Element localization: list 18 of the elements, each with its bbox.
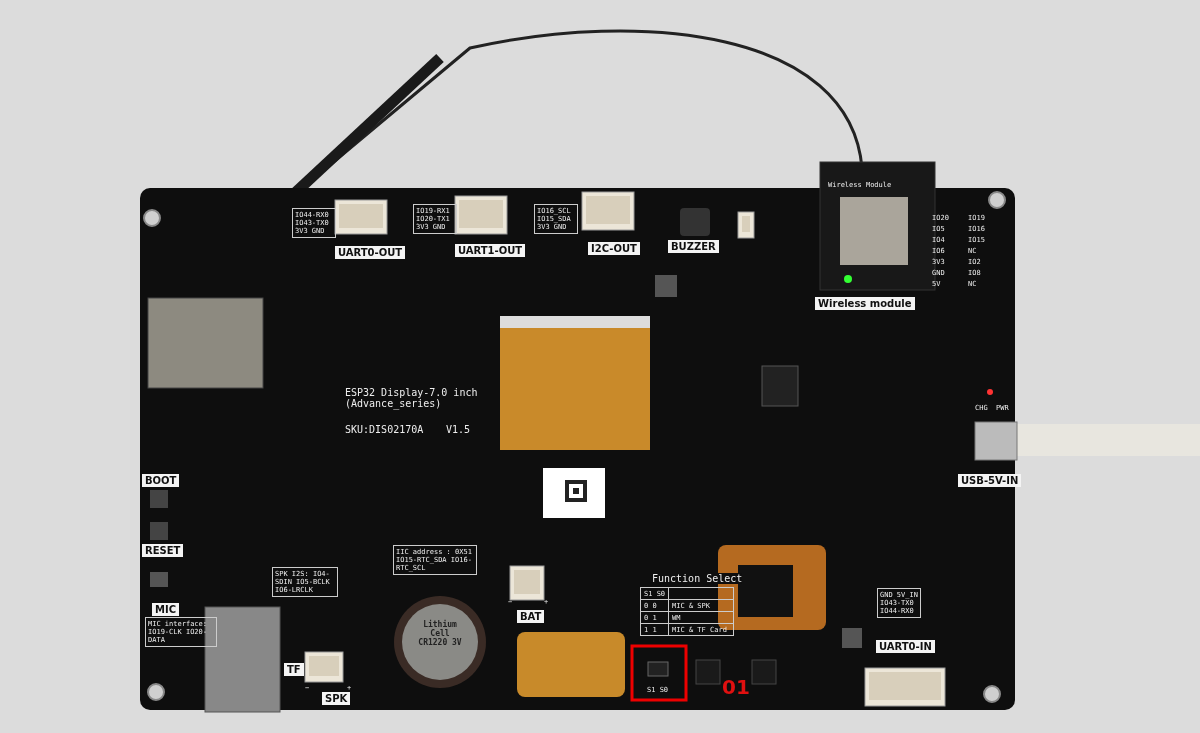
- connector-label: UART1-OUT: [455, 244, 526, 257]
- table-title: Function Select: [652, 573, 743, 584]
- coin-cell-marking: Lithium Cell CR1220 3V: [417, 620, 463, 647]
- connector-label: UART0-OUT: [335, 246, 406, 259]
- callout-number: 01: [722, 675, 750, 699]
- silkscreen-text: SKU:DIS02170A: [345, 424, 424, 435]
- connector-label: TF: [284, 663, 304, 676]
- component-label: BUZZER: [668, 240, 719, 253]
- connector-label: SPK: [322, 692, 351, 705]
- button-label: RESET: [142, 544, 184, 557]
- connector-label: UART0-IN: [876, 640, 935, 653]
- connector-label: I2C-OUT: [588, 242, 640, 255]
- silkscreen-text: V1.5: [446, 424, 471, 435]
- component-label: MIC: [152, 603, 179, 616]
- button-label: BOOT: [142, 474, 180, 487]
- connector-label: USB-5V-IN: [958, 474, 1022, 487]
- module-label: Wireless module: [815, 297, 915, 310]
- connector-label: BAT: [517, 610, 545, 623]
